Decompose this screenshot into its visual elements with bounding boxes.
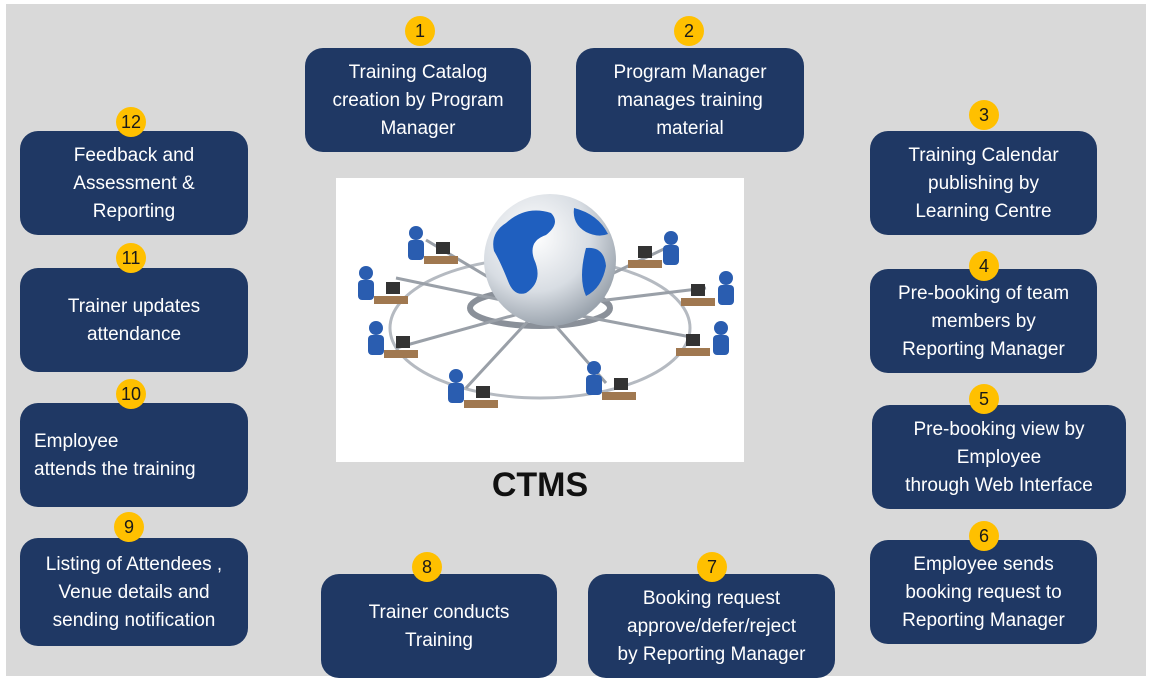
step-10-box: Employee attends the training (20, 403, 248, 507)
step-12-text: Feedback and Assessment & Reporting (73, 145, 195, 222)
step-11-badge: 11 (116, 243, 146, 273)
step-4-box: Pre-booking of team members by Reporting… (870, 269, 1097, 373)
ctms-title: CTMS (491, 466, 589, 504)
step-10-text: Employee attends the training (34, 431, 196, 480)
step-11-box: Trainer updates attendance (20, 268, 248, 372)
step-5-box: Pre-booking view by Employee through Web… (872, 405, 1126, 509)
step-12-box: Feedback and Assessment & Reporting (20, 131, 248, 235)
step-1-badge: 1 (405, 16, 435, 46)
step-3-text: Training Calendar publishing by Learning… (908, 145, 1059, 222)
step-7-badge: 7 (697, 552, 727, 582)
step-6-box: Employee sends booking request to Report… (870, 540, 1097, 644)
step-1-text: Training Catalog creation by Program Man… (332, 62, 504, 139)
step-3-box: Training Calendar publishing by Learning… (870, 131, 1097, 235)
step-3-badge: 3 (969, 100, 999, 130)
step-1-box: Training Catalog creation by Program Man… (305, 48, 531, 152)
step-7-box: Booking request approve/defer/reject by … (588, 574, 835, 678)
step-8-badge: 8 (412, 552, 442, 582)
globe-network-icon (358, 194, 734, 408)
step-5-badge: 5 (969, 384, 999, 414)
step-9-badge: 9 (114, 512, 144, 542)
step-4-text: Pre-booking of team members by Reporting… (897, 283, 1070, 360)
step-7-text: Booking request approve/defer/reject by … (617, 588, 806, 665)
network-globe-illustration (336, 178, 744, 462)
step-2-badge: 2 (674, 16, 704, 46)
step-8-text: Trainer conducts Training (368, 602, 510, 651)
step-12-badge: 12 (116, 107, 146, 137)
step-5-text: Pre-booking view by Employee through Web… (905, 419, 1093, 496)
diagram-canvas: Training Catalog creation by Program Man… (6, 4, 1146, 678)
step-4-badge: 4 (969, 251, 999, 281)
step-11-text: Trainer updates attendance (67, 296, 201, 345)
step-8-box: Trainer conducts Training (321, 574, 557, 678)
step-2-box: Program Manager manages training materia… (576, 48, 804, 152)
step-9-box: Listing of Attendees , Venue details and… (20, 538, 248, 646)
step-6-badge: 6 (969, 521, 999, 551)
step-6-text: Employee sends booking request to Report… (902, 554, 1065, 631)
step-9-text: Listing of Attendees , Venue details and… (45, 554, 223, 631)
step-2-text: Program Manager manages training materia… (613, 62, 767, 139)
step-10-badge: 10 (116, 379, 146, 409)
